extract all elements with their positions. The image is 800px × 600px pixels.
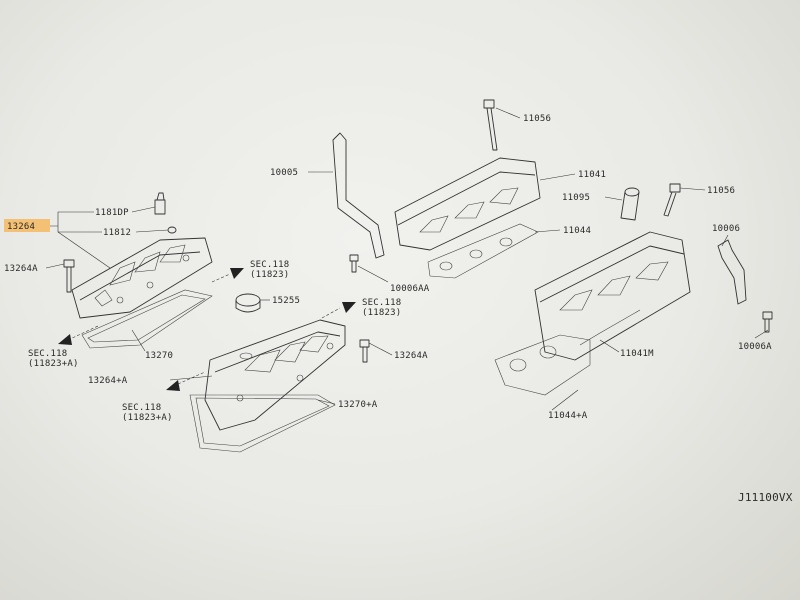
label-sec118-mid1-sub: (11823) — [250, 270, 289, 280]
label-13264a-left: 13264A — [4, 264, 38, 274]
bracket-10006 — [717, 239, 747, 305]
label-highlight — [4, 219, 50, 232]
gasket-11044a — [494, 334, 591, 396]
bolt-11056-top — [483, 99, 498, 151]
valve-cover-lower — [204, 319, 346, 431]
pcv-valve-1181dp — [154, 192, 166, 215]
dowel-11095 — [620, 187, 640, 221]
cylinder-head-11041 — [394, 157, 541, 251]
label-sec118-mid1: SEC.118 — [250, 260, 289, 270]
diagram-code: J11100VX — [738, 491, 793, 504]
label-11044: 11044 — [563, 226, 591, 236]
label-13270pa: 13270+A — [338, 400, 378, 410]
gasket-13270 — [81, 289, 213, 349]
label-10006a: 10006A — [738, 342, 772, 352]
label-1181dp: 1181DP — [95, 208, 129, 218]
label-11056-top: 11056 — [523, 114, 551, 124]
label-sec118-mid2-sub: (11823) — [362, 308, 401, 318]
label-13264pa: 13264+A — [88, 376, 128, 386]
label-13264: 13264 — [7, 222, 35, 232]
label-sec118-left1-sub: (11823+A) — [28, 359, 79, 369]
arrow-sec118-mid1 — [211, 268, 244, 283]
label-13270: 13270 — [145, 351, 173, 361]
gasket-11044 — [427, 223, 539, 279]
bolt-10006a — [762, 311, 773, 333]
leader-lines — [45, 107, 769, 411]
label-sec118-left2: SEC.118 — [122, 403, 161, 413]
label-sec118-left2-sub: (11823+A) — [122, 413, 173, 423]
gasket-13270a — [189, 394, 336, 453]
label-11041: 11041 — [578, 170, 606, 180]
bolt-13264a-left — [63, 259, 75, 293]
grommet-11812 — [167, 226, 177, 234]
label-11044pa: 11044+A — [548, 411, 588, 421]
label-sec118-left1: SEC.118 — [28, 349, 67, 359]
valve-cover-upper — [71, 237, 213, 319]
cylinder-head-11041m — [534, 231, 691, 361]
bolt-11056-right — [663, 183, 681, 217]
label-10005: 10005 — [270, 168, 298, 178]
label-10006: 10006 — [712, 224, 740, 234]
bolt-10006aa — [349, 254, 359, 273]
label-11056-right: 11056 — [707, 186, 735, 196]
arrow-sec118-left2 — [166, 371, 206, 391]
label-sec118-mid2: SEC.118 — [362, 298, 401, 308]
bolt-13264a-mid — [359, 339, 370, 363]
label-11812: 11812 — [103, 228, 131, 238]
label-10006aa: 10006AA — [390, 284, 430, 294]
arrow-sec118-mid2 — [321, 302, 356, 319]
arrow-sec118-left1 — [58, 325, 99, 345]
bracket-10005 — [332, 132, 385, 259]
label-15255: 15255 — [272, 296, 300, 306]
label-11095: 11095 — [562, 193, 590, 203]
label-11041m: 11041M — [620, 349, 654, 359]
label-13264a-mid: 13264A — [394, 351, 428, 361]
